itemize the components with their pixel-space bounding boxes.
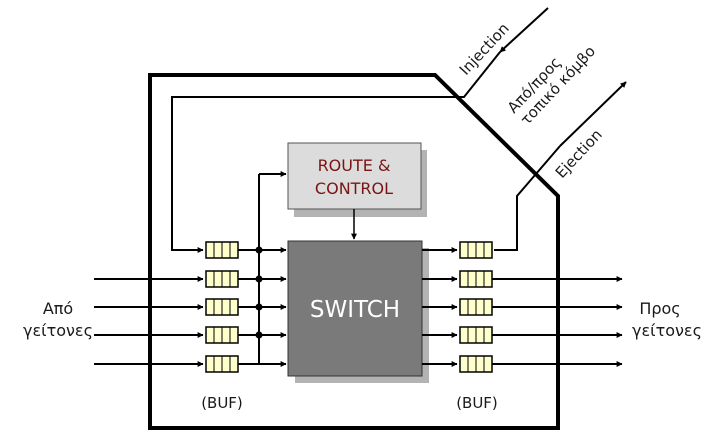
output-lines [492, 276, 623, 367]
from-neighbors-label-line1: Από [43, 299, 73, 318]
input-buffer [205, 355, 239, 373]
ejection-arrow [559, 81, 627, 147]
ejection-label: Ejection [552, 126, 606, 182]
output-buffer [459, 241, 493, 259]
route-label-line2: CONTROL [315, 179, 393, 198]
injection-arrow [499, 7, 549, 53]
output-buffer-label: (BUF) [456, 394, 498, 412]
ejection-wire [494, 145, 561, 251]
switch-block [287, 240, 423, 377]
to-neighbors-label-line2: γείτονες [632, 321, 702, 340]
from-neighbors-label-line2: γείτονες [23, 321, 93, 340]
junction-dot-icon [255, 246, 263, 339]
input-buffer [205, 270, 239, 288]
input-buffer-label: (BUF) [201, 394, 243, 412]
route-control-block [287, 142, 422, 210]
output-buffers [459, 241, 493, 373]
output-buffer [459, 270, 493, 288]
input-lines [94, 276, 204, 367]
input-buffer [205, 241, 239, 259]
output-buffer [459, 326, 493, 344]
output-buffer [459, 298, 493, 316]
input-buffers [205, 241, 239, 373]
injection-wire [171, 51, 501, 253]
output-buffer [459, 355, 493, 373]
switch-label: SWITCH [310, 297, 400, 323]
route-label-line1: ROUTE & [318, 156, 391, 175]
input-buffer [205, 298, 239, 316]
to-neighbors-label-line1: Προς [639, 299, 680, 318]
input-buffer [205, 326, 239, 344]
switch-to-buffer-lines [422, 247, 458, 367]
router-boundary [148, 73, 560, 430]
